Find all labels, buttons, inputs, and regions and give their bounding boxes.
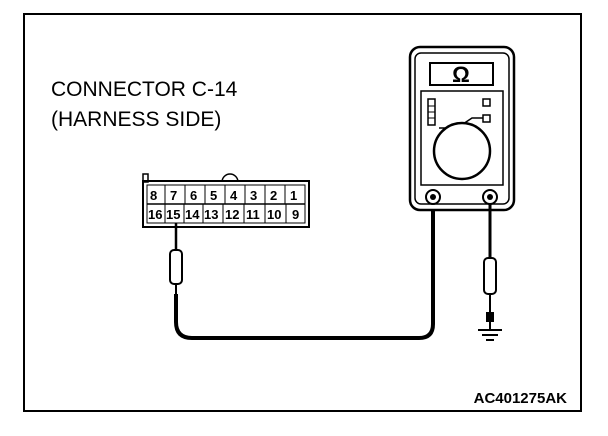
pin-label: 8 [150,188,157,203]
connector-latch [221,173,239,183]
connector-subtitle: (HARNESS SIDE) [51,108,221,131]
pin-label: 1 [290,188,297,203]
probe-handle [169,249,183,285]
figure-code: AC401275AK [474,390,568,407]
probe-connector-side [169,223,183,294]
meter-display [429,62,494,86]
pin-label: 3 [250,188,257,203]
pin-label: 4 [230,188,238,203]
pin-label: 10 [267,207,281,222]
pin-label: 7 [170,188,177,203]
meter-control-panel [420,90,504,186]
connector-housing [142,180,310,228]
probe-tip [486,312,494,322]
test-lead-wire [174,198,435,340]
pin-label: 2 [270,188,277,203]
probe-ground-side [478,204,502,341]
diagram-frame [23,13,582,412]
pin-label: 13 [204,207,218,222]
connector-bottom-row: 16 15 14 13 12 11 10 9 [146,203,306,224]
ohm-symbol: Ω [452,62,470,87]
probe-handle [483,257,497,295]
pin-label: 15 [166,207,180,222]
connector-c14: 8 7 6 5 4 3 2 1 16 15 14 13 12 11 10 9 [142,173,310,228]
pin-label: 12 [225,207,239,222]
pin-label: 6 [190,188,197,203]
pin-label: 16 [148,207,162,222]
ground-icon [478,329,502,341]
connector-title: CONNECTOR C-14 [51,78,238,101]
pin-label: 11 [246,207,260,222]
pin-label: 14 [185,207,200,222]
pin-label: 5 [210,188,217,203]
indicator-icon [482,98,491,107]
connector-top-row: 8 7 6 5 4 3 2 1 [146,184,306,205]
pin-label: 9 [292,207,299,222]
meter-inner-bezel [414,52,510,205]
ohmmeter: Ω [408,45,516,212]
selector-dial-icon [432,121,492,181]
